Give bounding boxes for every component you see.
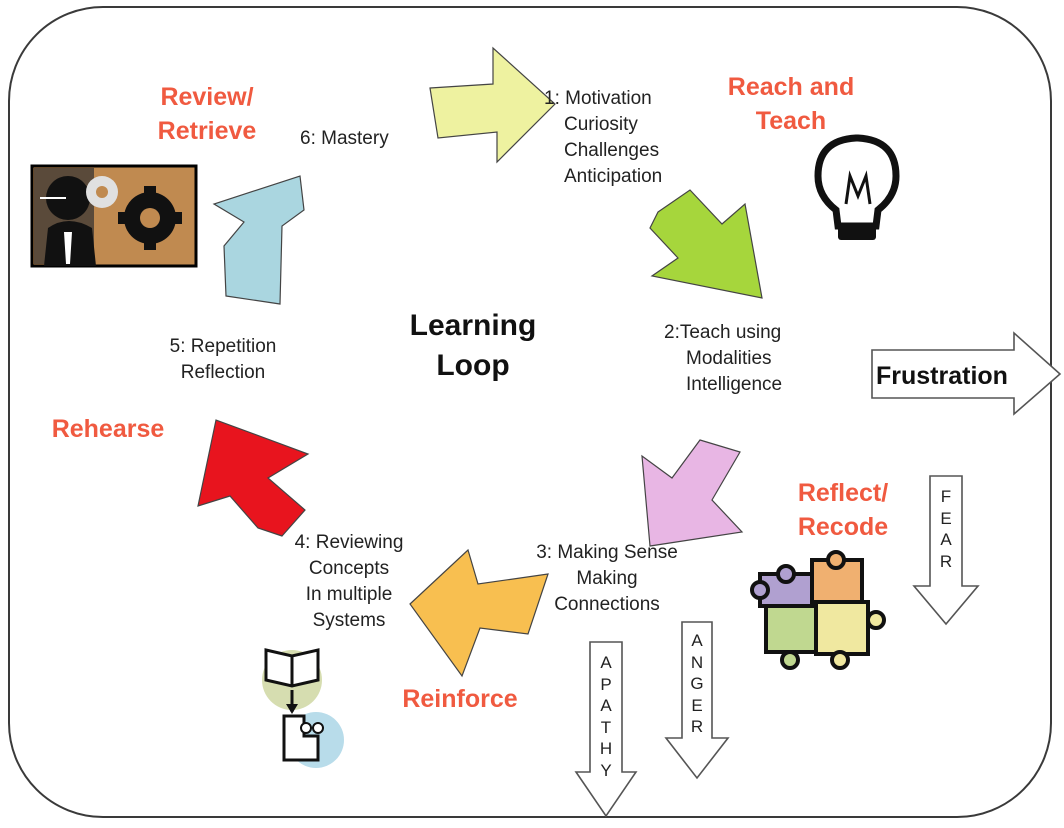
step-2-line: Intelligence — [686, 374, 783, 395]
step-4-line: 4: Reviewing — [294, 532, 404, 553]
phase-reach-line: Reach and — [727, 73, 855, 101]
phase-reach-line: Teach — [755, 107, 827, 135]
arrow-making-sense — [641, 439, 744, 547]
fear-letter: A — [940, 530, 952, 549]
apathy-letter: A — [600, 696, 612, 715]
step-4-line: Systems — [312, 610, 386, 631]
phase-reach-teach: Reach and Teach — [704, 70, 878, 138]
fear-letter: E — [940, 508, 952, 528]
phase-reflect-line: Recode — [797, 513, 889, 541]
diagram-title: Learning Loop — [398, 306, 548, 386]
frustration-label: Frustration — [876, 362, 1008, 390]
step-3-line: Connections — [554, 594, 660, 615]
apathy-arrow — [574, 641, 638, 818]
apathy-letter: H — [599, 739, 613, 758]
frustration-arrow — [871, 331, 1062, 416]
arrow-motivation — [429, 46, 556, 164]
step-3-line: 3: Making Sense — [536, 542, 678, 563]
fear-letter: F — [940, 487, 952, 506]
lightbulb-icon — [814, 134, 900, 240]
apathy-letter: P — [600, 674, 612, 694]
step-4-label: 4: Reviewing Concepts In multiple System… — [282, 530, 416, 634]
step-6-label: 6: Mastery — [300, 126, 389, 152]
anger-letter: G — [690, 674, 704, 693]
anger-letter: R — [690, 717, 704, 736]
puzzle-icon — [750, 550, 886, 670]
step-3-label: 3: Making Sense Making Connections — [522, 540, 692, 618]
apathy-letter: A — [600, 653, 612, 672]
phase-rehearse: Rehearse — [40, 412, 176, 446]
businessman-gears-icon — [30, 164, 198, 268]
phase-reinforce-line: Reinforce — [402, 685, 518, 713]
phase-review-line: Retrieve — [157, 117, 257, 145]
step-1-label: 1: Motivation Curiosity Challenges Antic… — [544, 86, 662, 190]
anger-letter: N — [690, 652, 704, 672]
step-2-line: 2:Teach using — [664, 322, 782, 343]
fear-label: F E A R — [935, 486, 957, 572]
step-6-line: 6: Mastery — [300, 128, 389, 149]
apathy-label: A P A T H Y — [595, 652, 617, 781]
arrow-mastery — [212, 175, 305, 305]
step-5-label: 5: Repetition Reflection — [156, 334, 290, 386]
arrow-reinforce — [409, 548, 549, 678]
step-5-line: 5: Repetition — [169, 336, 277, 357]
anger-letter: A — [691, 631, 703, 650]
apathy-letter: Y — [600, 760, 612, 780]
anger-arrow — [664, 621, 730, 780]
anger-label: A N G E R — [686, 630, 708, 738]
title-line-2: Loop — [436, 349, 510, 382]
anger-letter: E — [691, 695, 703, 715]
step-1-line: Anticipation — [564, 166, 663, 187]
step-1-line: Curiosity — [564, 114, 638, 135]
step-1-line: 1: Motivation — [544, 88, 652, 109]
diagram-frame — [8, 6, 1052, 818]
fear-letter: R — [939, 551, 953, 571]
apathy-letter: T — [600, 717, 612, 737]
phase-reflect-recode: Reflect/ Recode — [778, 476, 908, 544]
step-1-line: Challenges — [564, 140, 660, 161]
phase-rehearse-line: Rehearse — [51, 415, 165, 443]
step-5-line: Reflection — [180, 362, 266, 383]
arrow-teach — [649, 189, 763, 299]
phase-review-line: Review/ — [160, 83, 254, 111]
phase-reinforce: Reinforce — [392, 682, 528, 716]
fear-arrow — [912, 475, 980, 626]
title-line-1: Learning — [409, 309, 537, 342]
arrow-rehearse — [197, 419, 310, 537]
phase-review-retrieve: Review/ Retrieve — [132, 80, 282, 148]
book-reader-icon — [262, 648, 344, 768]
step-4-line: In multiple — [305, 584, 393, 605]
step-4-line: Concepts — [308, 558, 390, 579]
step-2-line: Modalities — [686, 348, 772, 369]
phase-reflect-line: Reflect/ — [797, 479, 889, 507]
step-3-line: Making — [576, 568, 638, 589]
step-2-label: 2:Teach using Modalities Intelligence — [664, 320, 782, 398]
